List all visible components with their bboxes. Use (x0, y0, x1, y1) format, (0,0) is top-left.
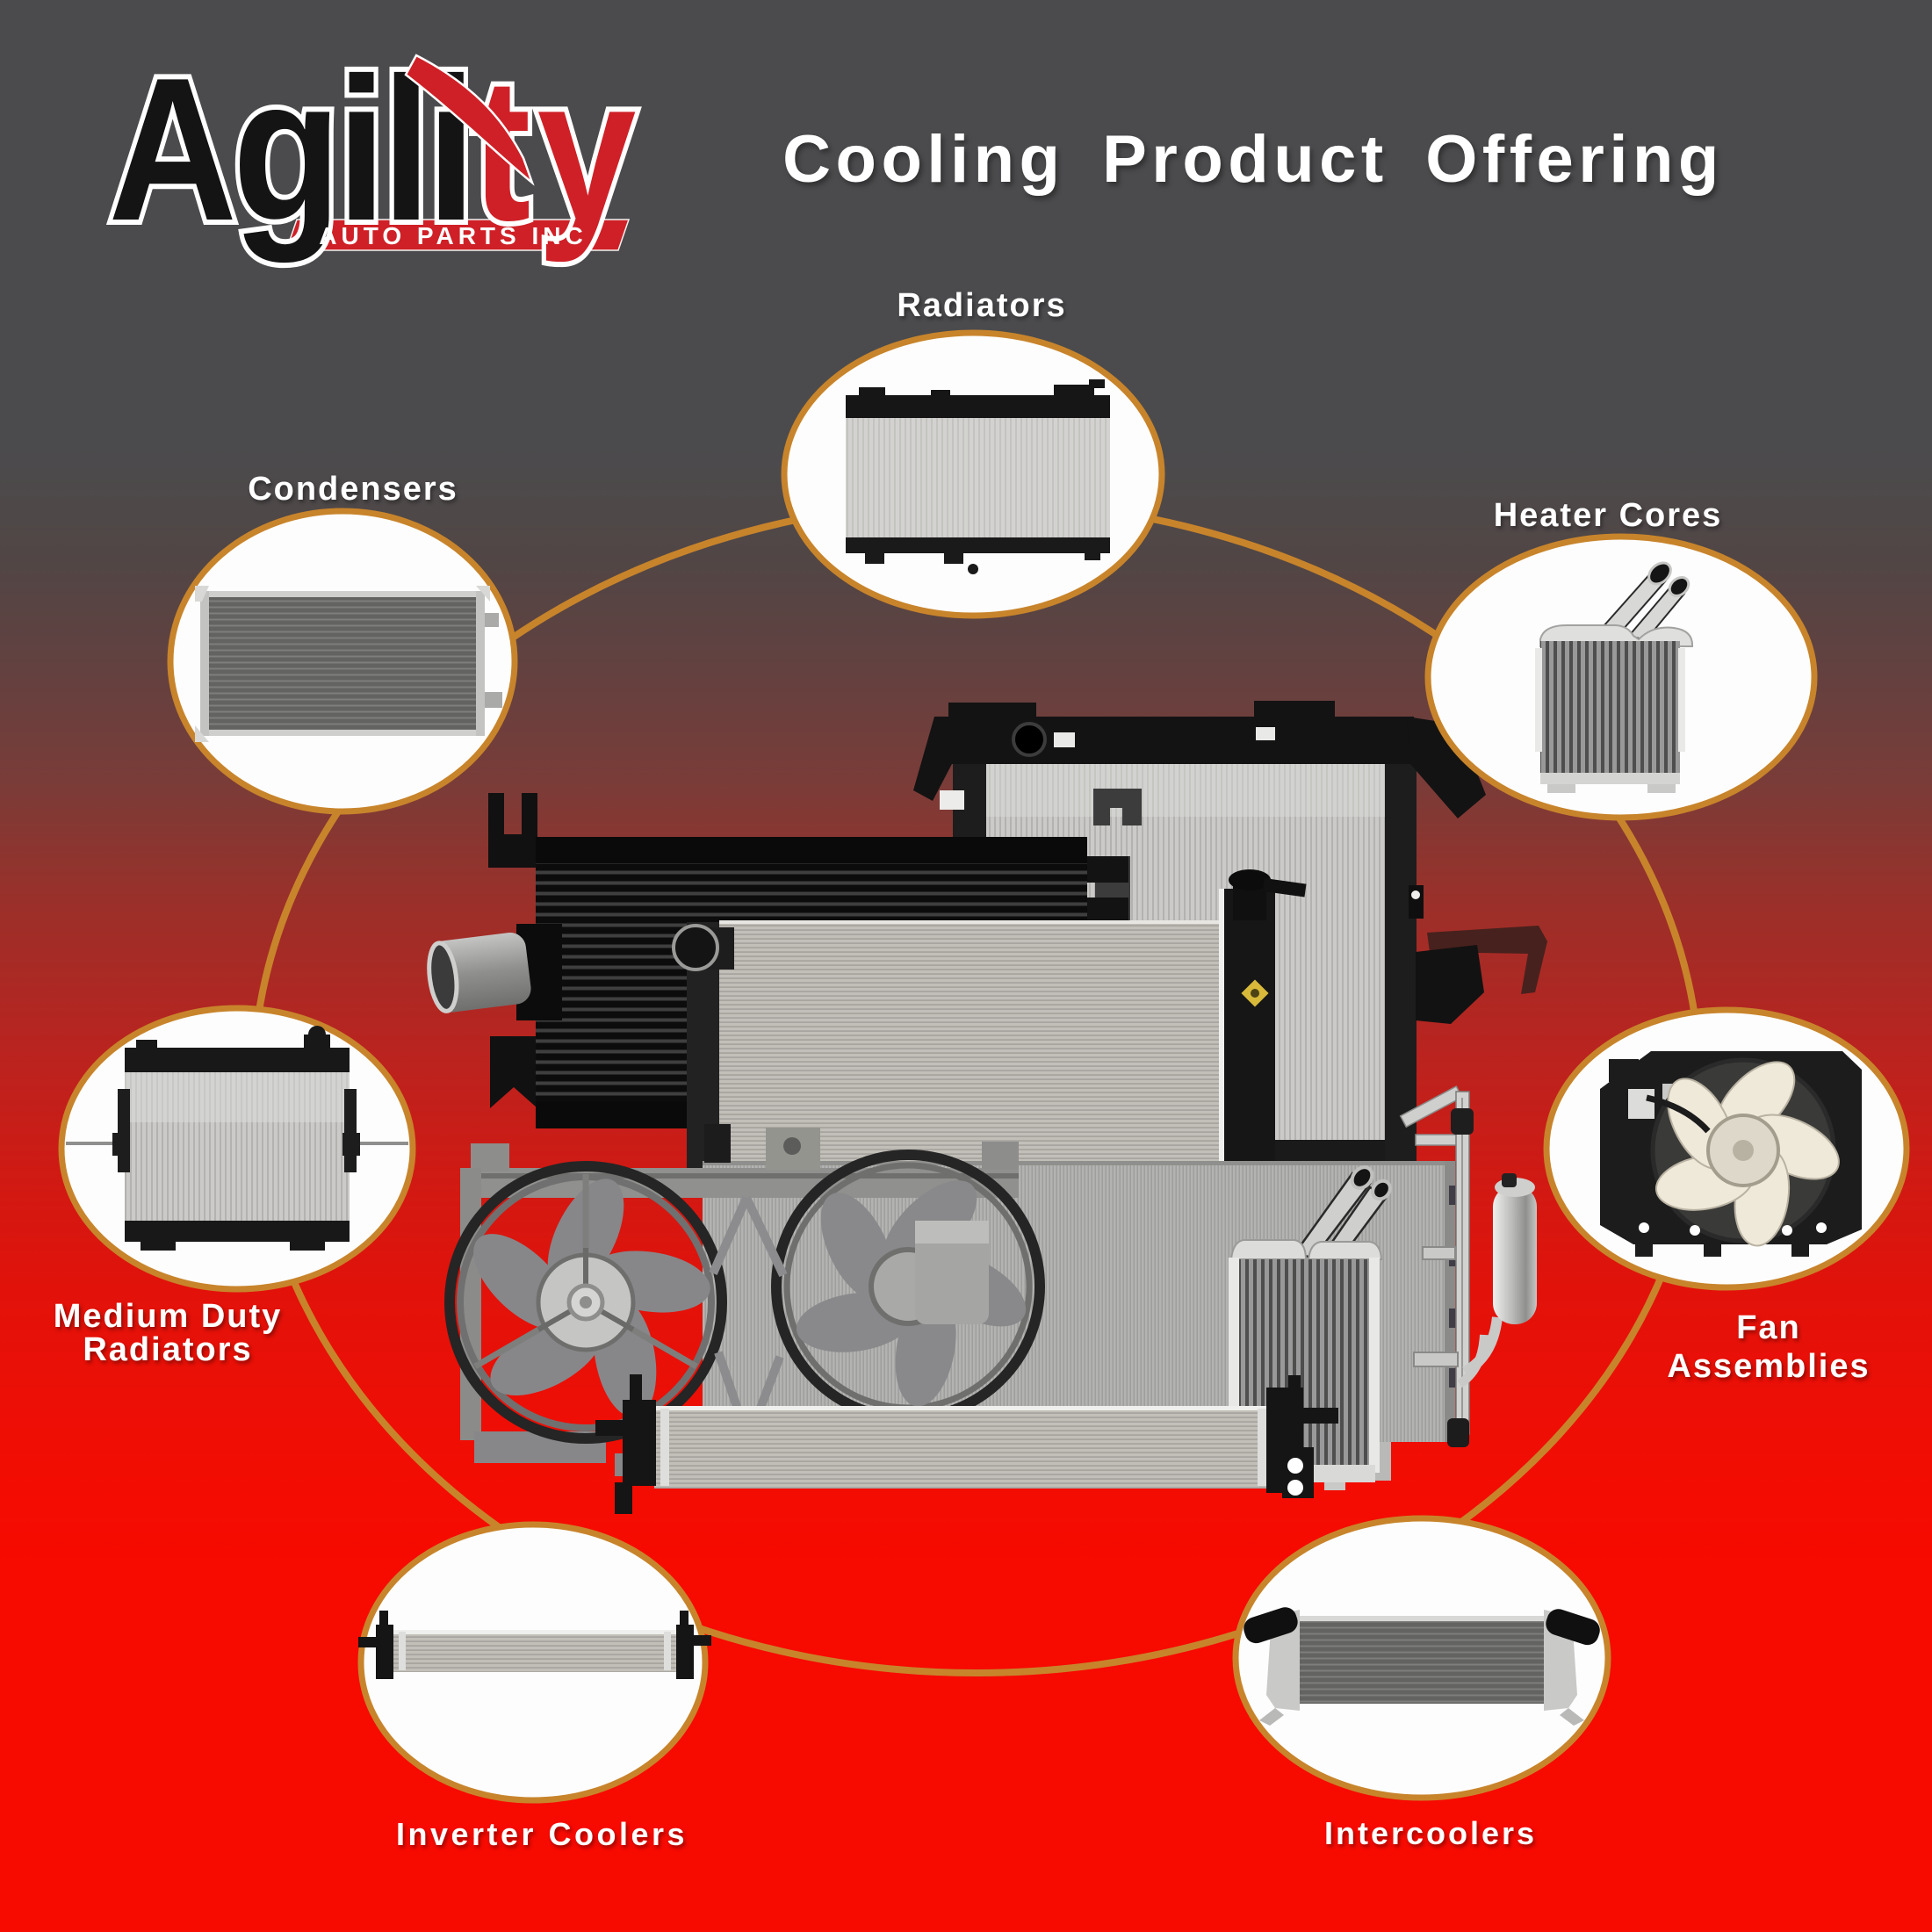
svg-text:AUTO PARTS INC: AUTO PARTS INC (319, 222, 587, 249)
svg-text:Agility: Agility (108, 36, 642, 263)
